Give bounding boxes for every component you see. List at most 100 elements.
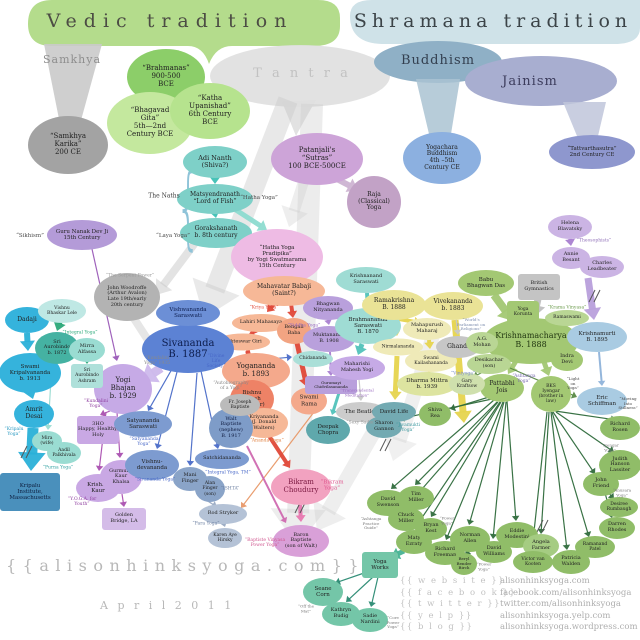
edge-arrowhead: [186, 460, 195, 466]
broken-lineage-tick: [536, 519, 544, 533]
edge: [410, 401, 499, 503]
node-seane-corn: Seane Corn: [303, 578, 343, 606]
edge-arrowhead: [389, 391, 402, 400]
node-dharma-mittra: Dharma Mittra b. 1939: [397, 372, 457, 396]
node-richard-rosen: Richard Rosen: [600, 416, 640, 440]
edge: [121, 493, 124, 503]
node-matsyendranath: Matsyendranath “Lord of Fish”: [177, 184, 253, 214]
diagram-label: “Krama Vinyasa”: [547, 305, 587, 311]
diagram-label: “Purna Yoga”: [42, 465, 74, 471]
footer-link-url[interactable]: alisonhinksyoga.com: [500, 576, 590, 586]
node-beryl-bender-birch: Beryl Bender Birch: [451, 553, 477, 575]
edge: [554, 410, 612, 420]
node-maharishi: Maharishi Mahesh Yogi: [329, 356, 385, 380]
node-patanjali: Patanjali's “Sutras” 100 BCE-500CE: [271, 133, 363, 185]
edge: [531, 411, 548, 546]
node-satyananda: Satyananda Saraswati: [114, 411, 172, 437]
edge: [432, 401, 502, 514]
edge: [417, 401, 498, 483]
node-joseph-baptiste: Fr. Joseph Baptiste: [220, 394, 260, 416]
vedic-blob: [28, 0, 340, 64]
node-nirmalananda: Nirmalananda: [373, 338, 423, 356]
node-lahiri-mahasaya: Lahiri Mahasaya: [232, 314, 290, 332]
edge-arrowhead: [324, 319, 332, 325]
edge-arrowhead: [44, 424, 53, 430]
diagram-label: “Sexy Sadie”: [346, 420, 376, 426]
edge-arrowhead: [391, 482, 398, 489]
jainism-blob: [465, 56, 617, 106]
node-ramaswami: Ramaswami: [545, 310, 589, 326]
edge-arrowhead: [154, 443, 162, 449]
node-bikram: Bikram Choudury: [271, 469, 331, 505]
node-deepak-chopra: Deepak Chopra: [306, 416, 350, 444]
edge: [234, 207, 263, 229]
edge-arrowhead: [570, 391, 577, 399]
edge: [394, 399, 495, 487]
broken-lineage-tick: [379, 438, 387, 452]
edge: [447, 401, 504, 537]
edge-arrowhead: [241, 501, 248, 508]
node-eric-schiffman: Eric Schiffman: [577, 387, 627, 415]
broken-lineage-tick: [384, 438, 392, 452]
footer-link-row: {{ b l o g }} alisonhinksyoga.wordpress.c…: [400, 622, 638, 632]
node-bks-iyengar: BKS Iyengar (brother in law): [531, 376, 571, 412]
edge-arrowhead: [282, 459, 291, 468]
node-vishnu-bhaskar-lele: Vishnu Bhaskar Lele: [38, 299, 86, 323]
edge: [149, 364, 164, 378]
node-chidananda: Chidananda: [293, 351, 333, 367]
edge: [506, 400, 517, 517]
node-helena-blavatsky: Helena Blavatsky: [548, 215, 592, 239]
footer-link-row: {{ t w i t t e r }}twitter.com/alisonhin…: [400, 599, 621, 609]
edge: [189, 372, 198, 462]
edge-arrowhead: [53, 321, 66, 331]
footer-link-label: {{ b l o g }}: [400, 622, 474, 632]
node-alan-finger: Alan Finger (son): [195, 476, 225, 502]
node-yoga-works: Yoga Works: [362, 552, 398, 578]
node-babu-bhagwan-das: Babu Bhagwan Das: [458, 270, 514, 296]
edge-arrowhead: [597, 380, 606, 386]
diagram-label: “Sivananda Yoga”: [134, 477, 176, 483]
footer-link-url[interactable]: alisonhinksyoga.wordpress.com: [500, 622, 638, 632]
node-three-ho: 3HO Happy, Healthy, Holy: [77, 416, 119, 444]
node-shiva-rea: Shiva Rea: [419, 402, 451, 426]
edge-arrowhead: [354, 344, 367, 355]
site-watermark: {{alisonhinksyoga.com}}: [6, 556, 366, 575]
edge-arrowhead: [295, 514, 306, 522]
edge: [469, 401, 505, 521]
diagram-label: “Power Yoga”: [476, 561, 492, 571]
node-john-woodroffe: John Woodroffe (Arthur Avalon) Late 19th…: [94, 273, 160, 321]
edge: [321, 424, 383, 516]
diagram-label: “Off the Mat”: [298, 603, 314, 613]
edge: [348, 576, 374, 600]
footer-link-url[interactable]: twitter.com/alisonhinksyoga: [500, 599, 621, 609]
footer-link-url[interactable]: alisonhinksyoga.yelp.com: [500, 610, 611, 621]
node-kripalu-institute: Kripalu Institute, Massachusetts: [0, 473, 60, 511]
diagram-label: “ISHTA”: [220, 486, 240, 492]
diagram-label: “Para Yoga”: [192, 521, 220, 527]
node-samkhya-karika: “Samkhya Karika” 200 CE: [28, 116, 108, 174]
diagram-label: “World's Parliament on Religions”: [456, 317, 486, 332]
edge-arrowhead: [147, 404, 154, 411]
edge: [455, 317, 459, 331]
node-yogi-bhajan: Yogi Bhajan b. 1929: [94, 364, 152, 414]
node-hatha-yoga-pradipika: “Hatha Yoga Pradipika” by Yogi Swatmaram…: [231, 229, 323, 285]
vedic-tradition-title: Vedic tradition: [46, 10, 294, 32]
jainism-funnel: [563, 102, 606, 136]
tantra-tail: [282, 100, 316, 136]
edge-arrowhead: [383, 433, 417, 461]
node-mahapurush: Mahapurush Maharaj: [403, 318, 451, 340]
shramana-blob: [350, 0, 640, 44]
edge-arrowhead: [430, 510, 437, 517]
edge: [24, 332, 31, 343]
diagram-label: “Kundalini Yoga”: [83, 398, 109, 409]
diagram-label: “Ashtanga Yoga”: [512, 373, 536, 384]
diagram-label: “Moving Into Stillness”: [618, 396, 638, 411]
diagram-label: “Kriya Yoga”: [249, 305, 279, 311]
node-charles-leadbeater: Charles Leadbeater: [580, 256, 624, 278]
buddhism-funnel: [416, 79, 460, 134]
node-sharon-gannon: Sharon Gannon: [366, 416, 402, 438]
diagram-label: “Jivamukti Yoga”: [395, 422, 421, 433]
edge-arrowhead: [256, 220, 267, 231]
diagram-label: “Core Power Yoga”: [386, 615, 400, 630]
footer-link-url[interactable]: facebook.com/alisonhinksyoga: [500, 587, 632, 598]
